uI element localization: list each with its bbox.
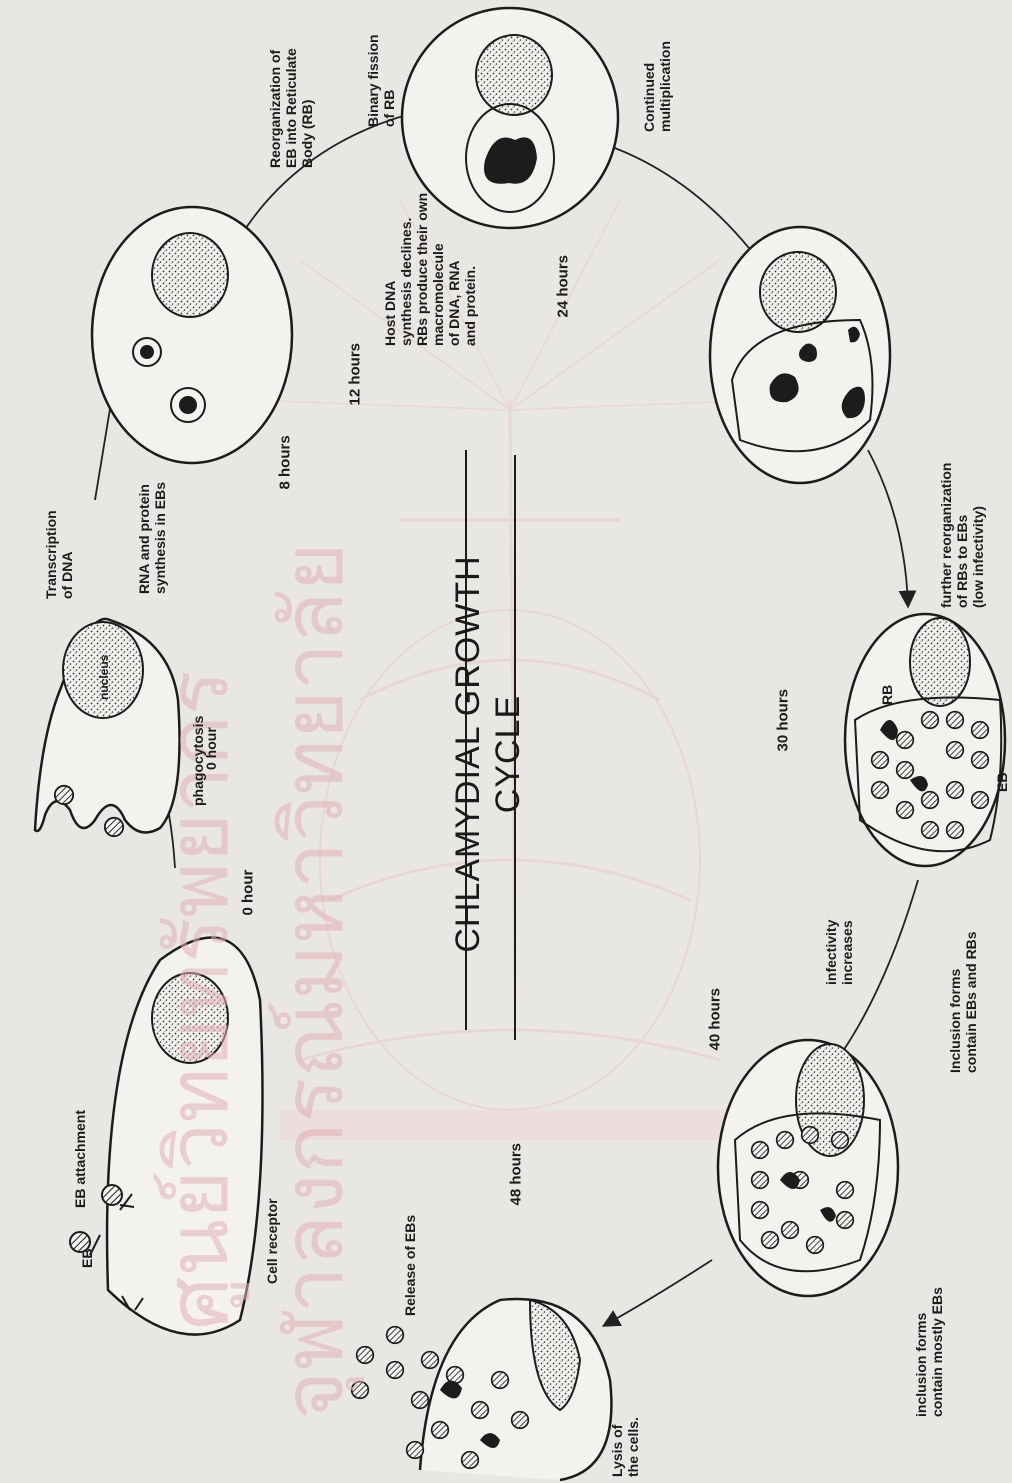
- label-transcription-line-1: Transcription: [43, 479, 59, 599]
- label-nucleus: nucleus: [96, 644, 112, 700]
- label-reorganization-line-2: EB into Reticulate: [283, 8, 299, 168]
- eb-particle: [872, 752, 889, 769]
- time-12-hours: 12 hours: [347, 336, 364, 406]
- label-binary-fission-line-1: Binary fission: [365, 7, 381, 127]
- label-inclusion-eb-rb: Inclusion forms contain EBs and RBs: [947, 913, 981, 1073]
- label-continued-multiplication: Continued multiplication: [641, 12, 675, 132]
- time-0-hour-b: 0 hour: [203, 710, 219, 770]
- eb-particle: [802, 1127, 819, 1144]
- title-line-1: CHLAMYDIAL GROWTH: [448, 464, 488, 1044]
- eb-particle: [752, 1202, 769, 1219]
- label-infectivity-increases: infectivity increases: [823, 885, 857, 985]
- eb-particle: [837, 1212, 854, 1229]
- label-host-dna-line-1: Host DNA: [382, 156, 398, 346]
- label-eb-tag: EB: [79, 1238, 95, 1268]
- cell-8-hours: [92, 207, 292, 463]
- eb-particle: [762, 1232, 779, 1249]
- time-30-hours: 30 hours: [775, 682, 792, 752]
- label-transcription-line-2: of DNA: [59, 479, 75, 599]
- label-host-dna-line-3: RBs produce their own: [414, 156, 430, 346]
- label-inclusion-eb-rb-line-2: contain EBs and RBs: [963, 913, 979, 1073]
- label-continued-line-2: multiplication: [657, 12, 673, 132]
- label-rna-protein-line-1: RNA and protein: [136, 464, 152, 594]
- watermark-line-2: จุฬาลงกรณ์มหาวิทยาลัย: [245, 542, 379, 1420]
- eb-particle: [472, 1402, 489, 1419]
- label-reorganization-line-1: Reorganization of: [267, 8, 283, 168]
- eb-particle: [972, 752, 989, 769]
- label-inclusion-eb-rb-line-1: Inclusion forms: [947, 913, 963, 1073]
- eb-particle: [782, 1222, 799, 1239]
- label-infectivity-line-2: increases: [839, 885, 855, 985]
- eb-particle: [422, 1352, 439, 1369]
- eb-particle: [387, 1327, 404, 1344]
- cell-lysis: [352, 1299, 612, 1480]
- label-infectivity-line-1: infectivity: [823, 885, 839, 985]
- label-further-line-2: of RBs to EBs: [954, 438, 970, 608]
- eb-particle: [947, 742, 964, 759]
- eb-particle: [832, 1132, 849, 1149]
- label-continued-line-1: Continued: [641, 12, 657, 132]
- label-lysis-line-1: Lysis of: [609, 1397, 625, 1477]
- eb-particle: [752, 1172, 769, 1189]
- label-lysis: Lysis of the cells.: [609, 1397, 643, 1477]
- label-further-reorganization: further reorganization of RBs to EBs (lo…: [938, 438, 988, 608]
- title-line-2: CYCLE: [488, 464, 528, 1044]
- label-transcription: Transcription of DNA: [43, 479, 77, 599]
- time-24-hours: 24 hours: [555, 248, 572, 318]
- eb-particle: [412, 1392, 429, 1409]
- eb-particle: [897, 732, 914, 749]
- label-inclusion-mostly-line-2: contain mostly EBs: [929, 1257, 945, 1417]
- eb-particle: [972, 722, 989, 739]
- eb-particle: [807, 1237, 824, 1254]
- cell-continued-multiplication: [710, 227, 890, 483]
- time-8-hours: 8 hours: [277, 420, 294, 490]
- eb-particle: [837, 1182, 854, 1199]
- eb-particle: [922, 822, 939, 839]
- label-binary-fission-line-2: of RB: [381, 7, 397, 127]
- label-eb-attachment: EB attachment: [72, 1088, 88, 1208]
- label-further-line-3: (low infectivity): [970, 438, 986, 608]
- eb-particle: [777, 1132, 794, 1149]
- label-host-dna-line-6: and protein.: [462, 156, 478, 346]
- label-release-ebs: Release of EBs: [402, 1196, 418, 1316]
- label-rna-protein-line-2: synthesis in EBs: [152, 464, 168, 594]
- label-binary-fission: Binary fission of RB: [365, 7, 399, 127]
- eb-particle: [872, 782, 889, 799]
- label-host-dna: Host DNA synthesis declines. RBs produce…: [382, 156, 480, 346]
- eb-particle: [947, 782, 964, 799]
- label-rb-tag: RB: [879, 675, 895, 705]
- label-eb-tag-30h: EB: [994, 768, 1010, 792]
- time-0-hour-a: 0 hour: [240, 856, 257, 916]
- eb-particle: [897, 802, 914, 819]
- eb-particle: [947, 712, 964, 729]
- label-reorganization: Reorganization of EB into Reticulate Bod…: [267, 8, 317, 168]
- label-inclusion-mostly-ebs: inclusion forms contain mostly EBs: [913, 1257, 947, 1417]
- eb-particle: [407, 1442, 424, 1459]
- eb-particle: [947, 822, 964, 839]
- eb-particle: [387, 1362, 404, 1379]
- eb-particle: [752, 1142, 769, 1159]
- cell-30-hours: [845, 614, 1005, 866]
- time-40-hours: 40 hours: [707, 981, 724, 1051]
- eb-particle: [512, 1412, 529, 1429]
- diagram-title: CHLAMYDIAL GROWTH CYCLE: [448, 464, 532, 1044]
- eb-particle: [462, 1452, 479, 1469]
- label-rna-protein: RNA and protein synthesis in EBs: [136, 464, 170, 594]
- label-inclusion-mostly-line-1: inclusion forms: [913, 1257, 929, 1417]
- eb-particle: [492, 1372, 509, 1389]
- eb-particle: [432, 1422, 449, 1439]
- cell-40-hours: [718, 1040, 898, 1296]
- label-host-dna-line-4: macromolecule: [430, 156, 446, 346]
- time-48-hours: 48 hours: [508, 1136, 525, 1206]
- label-lysis-line-2: the cells.: [625, 1397, 641, 1477]
- eb-particle: [897, 762, 914, 779]
- label-cell-receptor: Cell receptor: [264, 1184, 280, 1284]
- label-reorganization-line-3: Body (RB): [299, 8, 315, 168]
- eb-particle: [922, 712, 939, 729]
- label-further-line-1: further reorganization: [938, 438, 954, 608]
- eb-particle: [922, 792, 939, 809]
- label-host-dna-line-2: synthesis declines.: [398, 156, 414, 346]
- eb-particle: [972, 792, 989, 809]
- label-host-dna-line-5: of DNA, RNA: [446, 156, 462, 346]
